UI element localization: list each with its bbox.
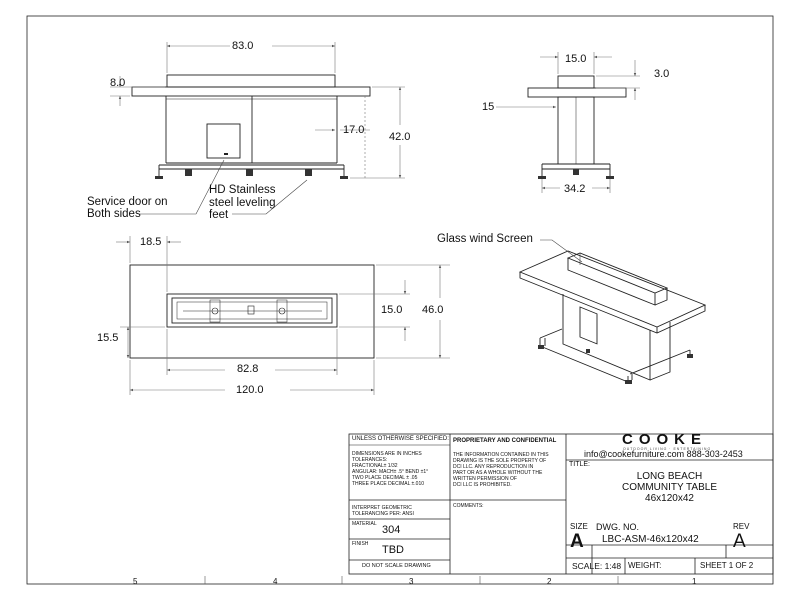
- zone-label: 3: [409, 577, 414, 586]
- company-tagline: OUTDOOR LIVING · ENTERTAINING: [623, 447, 712, 451]
- front-service-door: [206, 123, 241, 159]
- tb-scale: SCALE: 1:48: [572, 561, 622, 571]
- dim-side-left: 15: [482, 101, 495, 113]
- top-burner-outer: [166, 293, 338, 328]
- dim-top-side-offset: 15.5: [97, 332, 119, 344]
- tb-finish-value: TBD: [382, 544, 404, 556]
- isometric-view: [518, 250, 707, 383]
- tb-tolerance-line: ANGULAR: MACH± .5° BEND ±1°: [352, 469, 429, 475]
- tb-sheet: SHEET 1 OF 2: [700, 561, 754, 570]
- zone-label: 5: [133, 577, 138, 586]
- callout-service-door-line1: Service door on: [87, 196, 168, 208]
- tb-tolerances: DIMENSIONS ARE IN INCHES TOLERANCES: FRA…: [352, 451, 428, 487]
- company-logo: COOKE: [622, 431, 708, 448]
- dim-side-screen-height: 3.0: [654, 68, 670, 80]
- tb-finish-label: FINISH: [352, 541, 369, 547]
- dim-top-length: 120.0: [236, 384, 264, 396]
- dim-side-base: 34.2: [564, 183, 586, 195]
- tb-size-value: A: [570, 531, 584, 552]
- callout-glass-screen: Glass wind Screen: [437, 233, 533, 245]
- tb-dwg-label: DWG. NO.: [596, 522, 639, 532]
- tb-rev-label: REV: [733, 522, 750, 531]
- sheet-border: [26, 15, 774, 585]
- iso-glass-screen: [566, 252, 669, 294]
- tb-title-line: COMMUNITY TABLE: [621, 482, 717, 493]
- tb-dwg-value: LBC-ASM-46x120x42: [602, 534, 699, 545]
- tb-material-value: 304: [382, 524, 401, 536]
- zone-label: 4: [273, 577, 278, 586]
- tb-weight: WEIGHT:: [628, 561, 662, 570]
- title-block-grid: [348, 433, 774, 575]
- dim-top-burner-length: 82.8: [237, 363, 259, 375]
- callout-service-door: Service door on Both sides: [87, 196, 168, 220]
- tb-tolerance-line: TWO PLACE DECIMAL ± .05: [352, 475, 418, 481]
- zone-ticks: [204, 576, 619, 584]
- tb-tolerance-line: DIMENSIONS ARE IN INCHES: [352, 451, 422, 457]
- tb-proprietary-line: DRAWING IS THE SOLE PROPERTY OF: [453, 458, 547, 464]
- leveling-feet-leader: [232, 179, 308, 215]
- tb-title-line: 46x120x42: [645, 493, 694, 504]
- tb-unless-header: UNLESS OTHERWISE SPECIFIED:: [352, 436, 449, 442]
- tb-no-scale: DO NOT SCALE DRAWING: [362, 563, 431, 569]
- dim-front-top-thickness: 8.0: [110, 77, 126, 89]
- dim-top-depth: 46.0: [422, 304, 444, 316]
- tb-interpret-line: TOLERANCING PER: ANSI: [352, 511, 414, 517]
- tb-material-label: MATERIAL: [352, 521, 377, 527]
- tb-proprietary-line: PART OR AS A WHOLE WITHOUT THE: [453, 470, 543, 476]
- tb-proprietary-line: DCI LLC IS PROHIBITED.: [453, 482, 512, 488]
- tb-rev-value: A: [733, 531, 746, 552]
- callout-leveling-feet-line3: feet: [209, 209, 229, 221]
- tb-proprietary-line: DCI LLC. ANY REPRODUCTION IN: [453, 464, 534, 470]
- leveling-feet: [155, 169, 348, 179]
- tb-proprietary-header: PROPRIETARY AND CONFIDENTIAL: [453, 438, 557, 444]
- zone-label: 2: [547, 577, 552, 586]
- tb-title-line: LONG BEACH: [636, 471, 703, 482]
- front-tabletop: [131, 86, 371, 97]
- dim-front-width: 83.0: [232, 40, 254, 52]
- callout-leveling-feet-line1: HD Stainless: [209, 184, 276, 196]
- tb-size-label: SIZE: [570, 522, 588, 531]
- callout-leveling-feet-line2: steel leveling: [209, 196, 276, 209]
- side-tabletop: [527, 87, 627, 98]
- tb-title-label: TITLE:: [569, 461, 591, 468]
- zone-label: 1: [692, 577, 697, 586]
- service-door-leader: [140, 159, 225, 215]
- tb-interpret-line: INTERPRET GEOMETRIC: [352, 505, 412, 511]
- dim-side-screen-width: 15.0: [565, 53, 587, 65]
- front-view: [131, 74, 371, 179]
- tb-title: LONG BEACH COMMUNITY TABLE 46x120x42: [566, 471, 773, 504]
- dim-front-height: 42.0: [389, 131, 411, 143]
- glass-screen-leader: [540, 239, 583, 263]
- tb-tolerance-line: FRACTIONAL± 1/32: [352, 463, 398, 469]
- tb-tolerance-line: TOLERANCES:: [352, 457, 388, 463]
- tb-contact: info@cookefurniture.com 888-303-2453: [584, 449, 743, 459]
- tb-proprietary-line: WRITTEN PERMISSION OF: [453, 476, 517, 482]
- tb-tolerance-line: THREE PLACE DECIMAL ±.010: [352, 481, 425, 487]
- front-glass-screen: [166, 74, 336, 88]
- top-burner-inner: [176, 301, 328, 320]
- iso-pedestal: [562, 294, 651, 381]
- top-tabletop: [129, 264, 375, 359]
- tb-interpret: INTERPRET GEOMETRIC TOLERANCING PER: ANS…: [352, 505, 414, 517]
- dim-top-left-offset: 18.5: [140, 236, 162, 248]
- dim-front-leg-height: 17.0: [343, 124, 365, 136]
- tb-proprietary-text: THE INFORMATION CONTAINED IN THIS DRAWIN…: [453, 452, 549, 488]
- tb-comments-label: COMMENTS:: [453, 503, 484, 509]
- tb-proprietary-line: THE INFORMATION CONTAINED IN THIS: [453, 452, 549, 458]
- callout-service-door-line2: Both sides: [87, 208, 141, 220]
- callout-leveling-feet: HD Stainless steel leveling feet: [209, 184, 275, 222]
- top-view: [129, 264, 375, 359]
- dim-top-burner-depth: 15.0: [381, 304, 403, 316]
- iso-service-door: [579, 306, 598, 345]
- side-glass-screen: [557, 75, 595, 89]
- side-view: [527, 75, 627, 179]
